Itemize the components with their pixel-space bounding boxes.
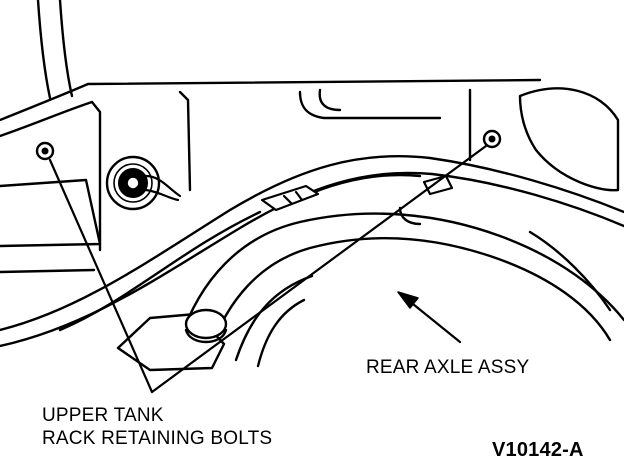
body-panel-left [36,0,74,100]
floor-pan-edge [0,78,542,252]
tank-rack-plate [0,178,102,274]
bolts-label-line-1: UPPER TANK [42,405,164,426]
leader-lines [48,144,488,394]
leader-line-right-bolt [150,144,488,394]
retaining-bolt-right [482,129,502,149]
bolts-label-line-2: RACK RETAINING BOLTS [42,428,273,449]
leader-line-left-bolt [48,158,154,394]
line-clip [260,174,454,212]
rear-axle-arrow [397,291,462,344]
lower-bracket [116,308,228,372]
body-lump-upper-right [298,87,620,192]
figure-id-label: V10142-A [492,439,584,461]
retaining-bolt-left [35,141,55,161]
rear-axle-label: REAR AXLE ASSY [366,357,530,378]
rear-axle-housing [178,206,624,368]
grommet-fitting [105,155,182,211]
lines-over-axle [0,154,624,348]
